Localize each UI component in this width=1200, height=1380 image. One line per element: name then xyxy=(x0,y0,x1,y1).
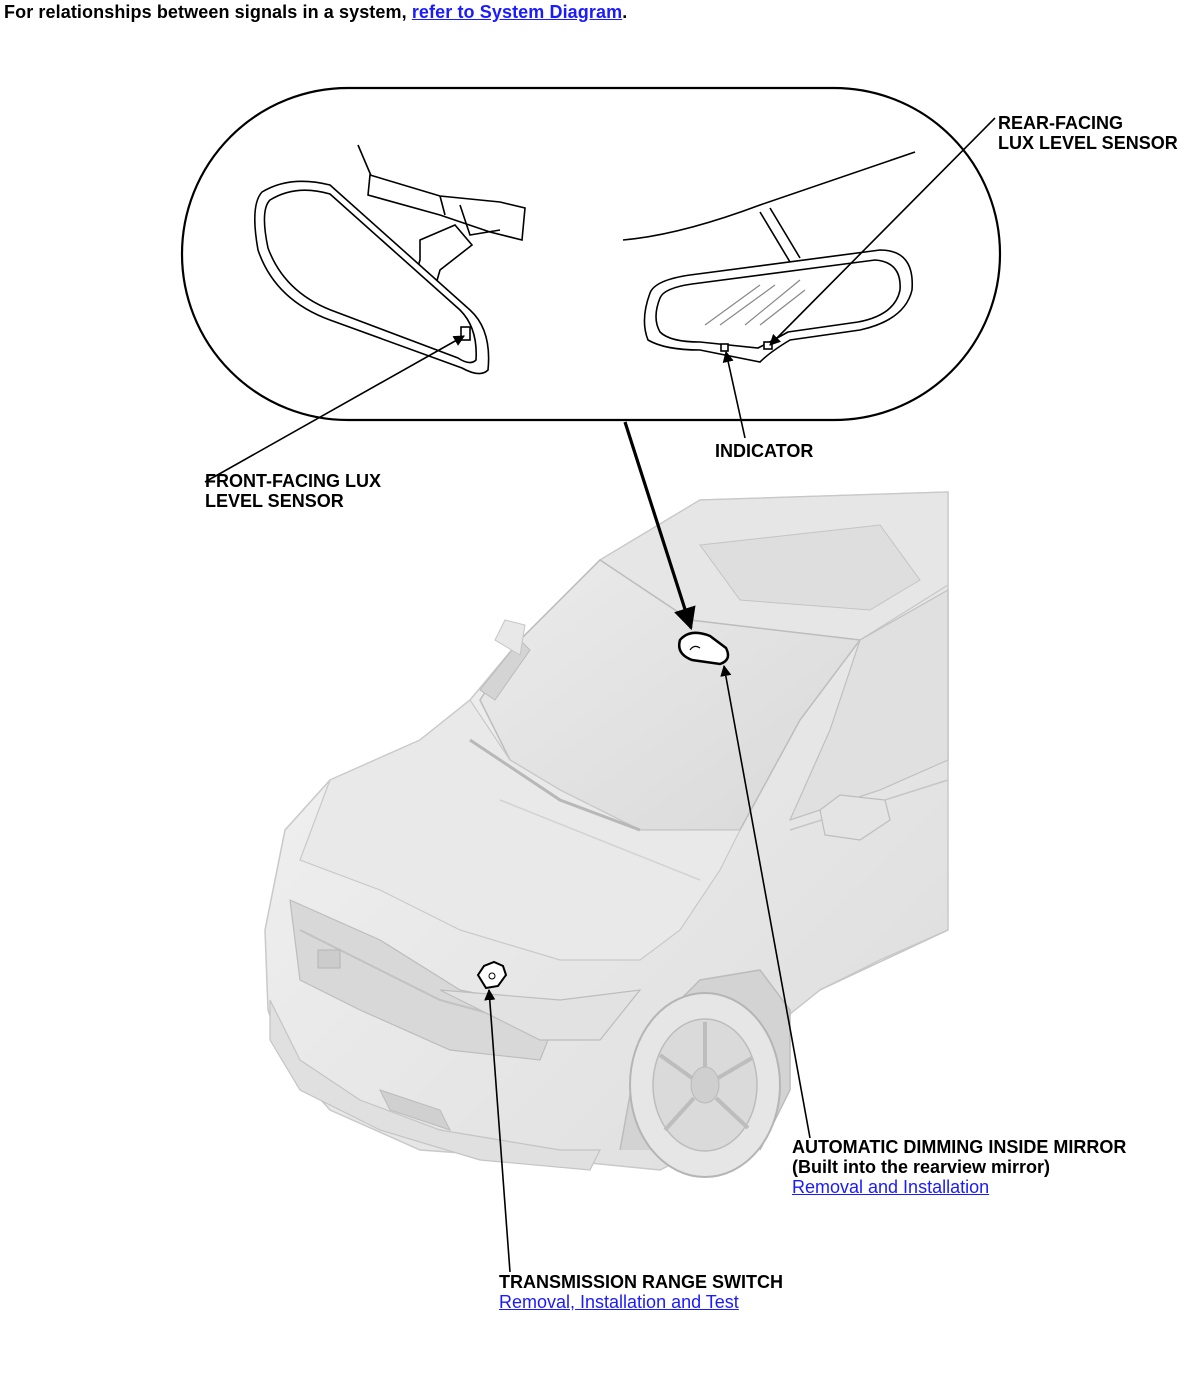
front-sensor-line2: LEVEL SENSOR xyxy=(205,491,344,511)
indicator-text: INDICATOR xyxy=(715,441,814,461)
header-end: . xyxy=(622,2,628,22)
header-text: For relationships between signals in a s… xyxy=(4,2,412,22)
trs-title: TRANSMISSION RANGE SWITCH xyxy=(499,1272,784,1292)
vehicle-illustration xyxy=(264,491,949,1178)
front-facing-sensor-label: FRONT-FACING LUX LEVEL SENSOR xyxy=(205,471,381,511)
indicator-label: INDICATOR xyxy=(715,441,813,461)
mirror-removal-link[interactable]: Removal and Installation xyxy=(792,1177,990,1197)
mirror-detail-callout xyxy=(180,86,1002,422)
rear-sensor-line2: LUX LEVEL SENSOR xyxy=(998,133,1178,153)
header-note: For relationships between signals in a s… xyxy=(4,2,627,23)
mirror-rear-view xyxy=(622,151,916,363)
system-diagram-link[interactable]: refer to System Diagram xyxy=(411,2,623,22)
auto-dimming-mirror-label: AUTOMATIC DIMMING INSIDE MIRROR (Built i… xyxy=(792,1137,1126,1197)
rear-facing-sensor-label: REAR-FACING LUX LEVEL SENSOR xyxy=(998,113,1178,153)
trs-location-marker xyxy=(476,960,508,990)
trs-removal-link[interactable]: Removal, Installation and Test xyxy=(499,1292,739,1312)
rear-sensor-line1: REAR-FACING xyxy=(998,113,1123,133)
mirror-title: AUTOMATIC DIMMING INSIDE MIRROR xyxy=(792,1137,1127,1157)
transmission-range-switch-label: TRANSMISSION RANGE SWITCH Removal, Insta… xyxy=(499,1272,783,1312)
mirror-location-marker xyxy=(678,631,730,666)
leader-lines xyxy=(204,117,996,1273)
mirror-subtitle: (Built into the rearview mirror) xyxy=(792,1157,1051,1177)
front-sensor-line1: FRONT-FACING LUX xyxy=(205,471,381,491)
mirror-front-view xyxy=(254,144,526,375)
